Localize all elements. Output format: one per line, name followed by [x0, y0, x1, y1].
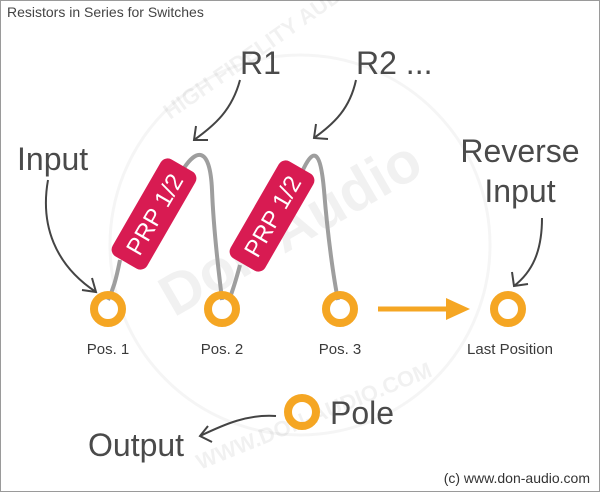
- r1-pointer-head: [192, 125, 208, 141]
- r2-pointer: [313, 79, 357, 139]
- continuation-arrow-head: [446, 298, 470, 320]
- pointer-arrows: [44, 79, 543, 443]
- r1-pointer: [193, 79, 241, 141]
- input-pointer: [44, 179, 97, 293]
- r2-label: R2 ...: [356, 45, 432, 81]
- reverse-input-label-line1: Reverse: [460, 133, 579, 169]
- watermark: Don Audio HIGH FIDELITY AUDIO COMPONENTS…: [108, 0, 500, 475]
- input-pointer-head: [81, 277, 98, 294]
- diagram-title: Resistors in Series for Switches: [7, 4, 204, 20]
- watermark-top-arc: HIGH FIDELITY AUDIO COMPONENTS: [159, 0, 500, 124]
- copyright-notice: (c) www.don-audio.com: [443, 470, 590, 486]
- pos-1-label: Pos. 1: [87, 341, 130, 358]
- input-label: Input: [17, 141, 88, 177]
- reverse-input-pointer-head: [511, 271, 529, 288]
- last-position-label: Last Position: [467, 341, 553, 358]
- reverse-input-pointer: [513, 217, 543, 287]
- pole-label: Pole: [330, 395, 394, 431]
- pos-3-label: Pos. 3: [319, 341, 362, 358]
- terminal-pos-1: [90, 291, 126, 327]
- pos-2-label: Pos. 2: [201, 341, 244, 358]
- output-label: Output: [88, 427, 184, 463]
- reverse-input-label-line2: Input: [484, 173, 555, 209]
- terminal-pos-2: [204, 291, 240, 327]
- output-pointer-head: [198, 425, 213, 443]
- terminal-last-position: [490, 291, 526, 327]
- r1-label: R1: [240, 45, 281, 81]
- output-pointer: [199, 414, 277, 437]
- r1-right-lead: [182, 153, 224, 301]
- terminal-pos-3: [322, 291, 358, 327]
- terminal-pole: [284, 394, 320, 430]
- r2-pointer-head: [312, 123, 329, 140]
- r2-right-lead: [300, 153, 340, 301]
